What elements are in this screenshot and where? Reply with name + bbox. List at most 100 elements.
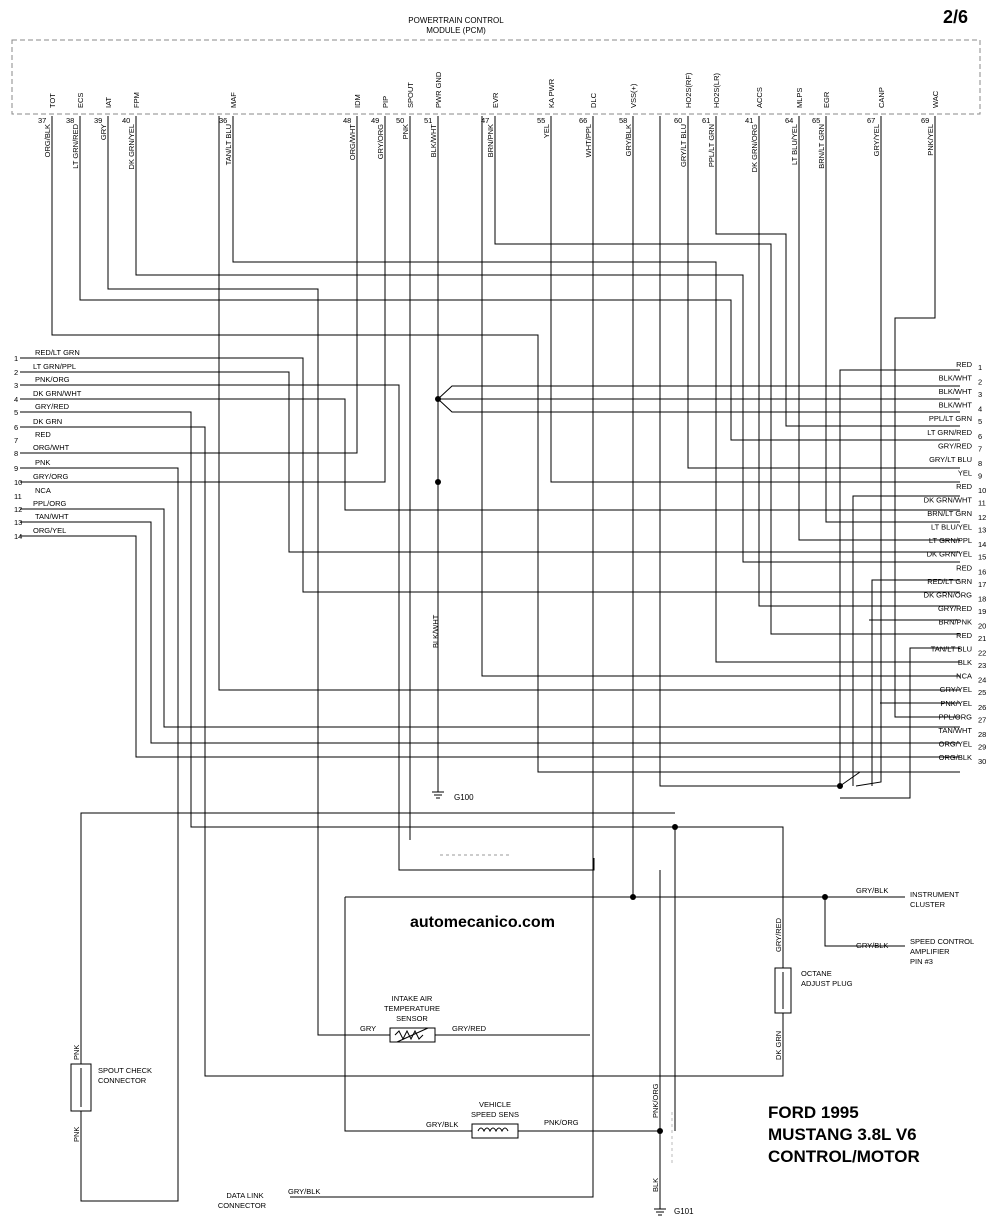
right-pin-wire: TAN/LT BLU: [931, 645, 972, 654]
iat-wire-left: GRY: [360, 1024, 376, 1033]
vss-wire-left: GRY/BLK: [426, 1120, 458, 1129]
pcm-pin-signal: VSS(+): [629, 83, 638, 108]
data-link-label-1: DATA LINK: [226, 1191, 263, 1200]
pcm-module-box: [11, 39, 981, 115]
left-pin-number: 9: [14, 464, 18, 473]
left-pin-wire: GRY/RED: [35, 402, 70, 411]
right-pin-number: 7: [978, 444, 982, 453]
right-pin-wire: BRN/LT GRN: [927, 509, 972, 518]
left-pin-number: 6: [14, 423, 18, 432]
pcm-pin-number: 36: [219, 116, 227, 125]
right-pin-number: 27: [978, 715, 986, 724]
left-pin-number: 1: [14, 354, 18, 363]
left-pin-wire: PPL/ORG: [33, 499, 67, 508]
right-pin-wire: GRY/YEL: [940, 685, 972, 694]
left-pin-number: 8: [14, 449, 18, 458]
pcm-pin-wire: GRY/BLK: [624, 124, 633, 156]
pcm-pin-signal: ACCS: [755, 87, 764, 108]
left-pin-number: 2: [14, 368, 18, 377]
pcm-pin-signal: HO2S(RF): [684, 72, 693, 108]
vss-label-1: VEHICLE: [479, 1100, 511, 1109]
right-pin-number: 8: [978, 459, 982, 468]
pcm-pin-number: 58: [619, 116, 627, 125]
right-pin-number: 14: [978, 540, 986, 549]
left-connector-pin-9: 9 PNK: [14, 458, 50, 473]
right-pin-wire: DK GRN/ORG: [924, 590, 973, 599]
right-pin-number: 19: [978, 607, 986, 616]
pcm-pin-number: 48: [343, 116, 351, 125]
pcm-pin-number: 67: [867, 116, 875, 125]
pcm-pin-number: 65: [812, 116, 820, 125]
right-pin-number: 10: [978, 486, 986, 495]
right-pin-wire: PPL/ORG: [939, 712, 973, 721]
left-pin-wire: PNK: [35, 458, 50, 467]
right-pin-wire: DK GRN/WHT: [924, 496, 973, 505]
pcm-pin-wire: ORG/BLK: [43, 124, 52, 157]
left-pin-wire: NCA: [35, 486, 51, 495]
right-pin-number: 15: [978, 553, 986, 562]
pcm-pin-signal: WAC: [931, 90, 940, 108]
pcm-pin-signal: DLC: [589, 92, 598, 108]
pcm-pin-number: 41: [745, 116, 753, 125]
left-connector-pin-2: 2LT GRN/PPL: [14, 362, 76, 377]
left-pin-number: 4: [14, 395, 18, 404]
pcm-pin-signal: KA PWR: [547, 78, 556, 108]
right-pin-number: 1: [978, 363, 982, 372]
pcm-pin-wire: LT GRN/RED: [71, 123, 80, 168]
left-pin-number: 10: [14, 478, 22, 487]
pcm-pin-wire: LT BLU/YEL: [790, 124, 799, 165]
left-pin-wire: PNK/ORG: [35, 375, 70, 384]
pcm-pin-number: 60: [674, 116, 682, 125]
pcm-pin-number: 55: [537, 116, 545, 125]
left-pin-wire: DK GRN: [33, 417, 62, 426]
pcm-pin-wire: DK GRN/YEL: [127, 124, 136, 169]
spout-wire-top: PNK: [72, 1045, 81, 1060]
blk-vertical-label: BLK: [651, 1178, 660, 1192]
pcm-pin-number: 66: [579, 116, 587, 125]
pcm-pin-wire: YEL: [542, 124, 551, 138]
right-pin-wire: LT GRN/RED: [927, 428, 972, 437]
pcm-pin-signal: EVR: [491, 92, 500, 108]
pcm-pin-wire: GRY: [99, 124, 108, 140]
right-pin-wire: YEL: [958, 468, 972, 477]
wire-harness: [20, 116, 960, 1209]
octane-wire-bottom: DK GRN: [774, 1031, 783, 1060]
pcm-pin-signal: PIP: [381, 96, 390, 108]
right-pin-wire: PPL/LT GRN: [929, 414, 972, 423]
left-connector-pin-6: 6 DK GRN: [14, 417, 62, 432]
right-pin-number: 25: [978, 688, 986, 697]
right-pin-number: 4: [978, 405, 982, 414]
right-pin-wire: RED: [956, 360, 972, 369]
right-pin-wire: RED: [956, 631, 972, 640]
pcm-pin-signal: EGR: [822, 91, 831, 108]
right-pin-number: 24: [978, 676, 986, 685]
pcm-pin-wire: GRY/LT BLU: [679, 124, 688, 167]
left-pin-wire: ORG/YEL: [33, 526, 66, 535]
pcm-pin-signal: HO2S(LR): [712, 72, 721, 108]
